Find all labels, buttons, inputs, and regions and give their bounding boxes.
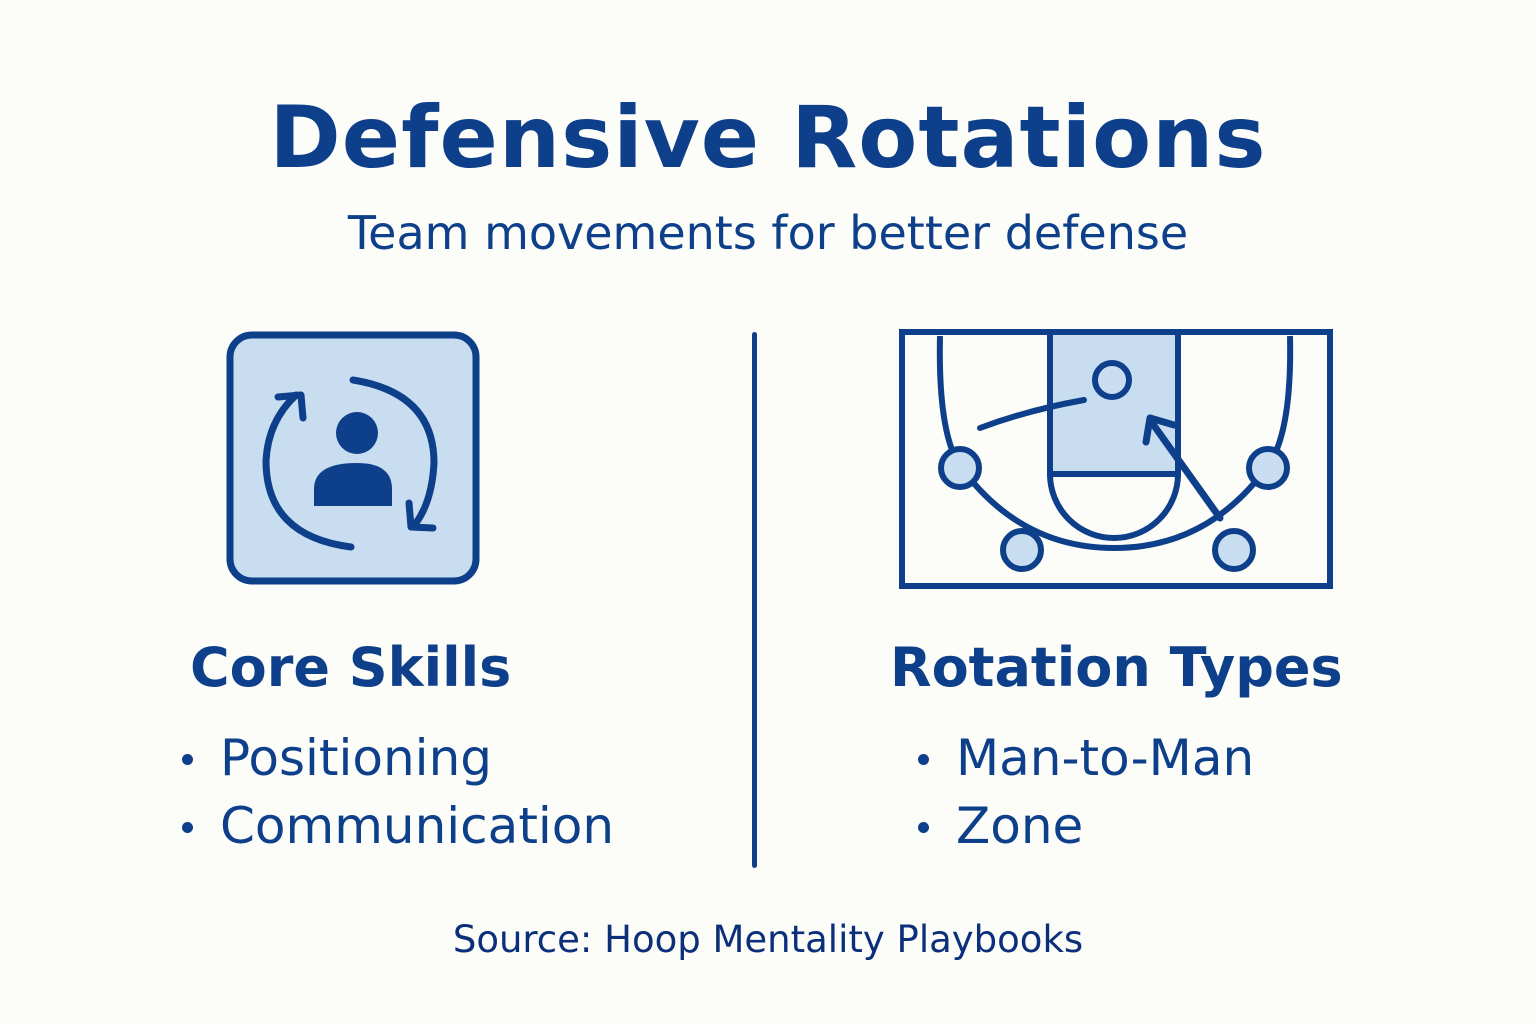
rotation-types-heading: Rotation Types xyxy=(890,636,1343,699)
rotate-user-icon xyxy=(226,331,480,585)
bullet-icon xyxy=(182,822,193,833)
bullet-icon xyxy=(182,754,193,765)
bullet-icon xyxy=(918,822,929,833)
bullet-icon xyxy=(918,754,929,765)
page-title: Defensive Rotations xyxy=(269,88,1267,188)
list-item: Man-to-Man xyxy=(918,724,1254,792)
list-item: Zone xyxy=(918,792,1254,860)
source-caption: Source: Hoop Mentality Playbooks xyxy=(452,918,1084,961)
list-item: Communication xyxy=(182,792,614,860)
core-skills-heading: Core Skills xyxy=(190,636,512,699)
list-item: Positioning xyxy=(182,724,614,792)
basketball-court-diagram-icon xyxy=(898,328,1334,590)
vertical-divider xyxy=(752,332,757,868)
page-subtitle: Team movements for better defense xyxy=(347,206,1189,260)
rotation-types-list: Man-to-Man Zone xyxy=(918,724,1254,860)
core-skills-list: Positioning Communication xyxy=(182,724,614,860)
